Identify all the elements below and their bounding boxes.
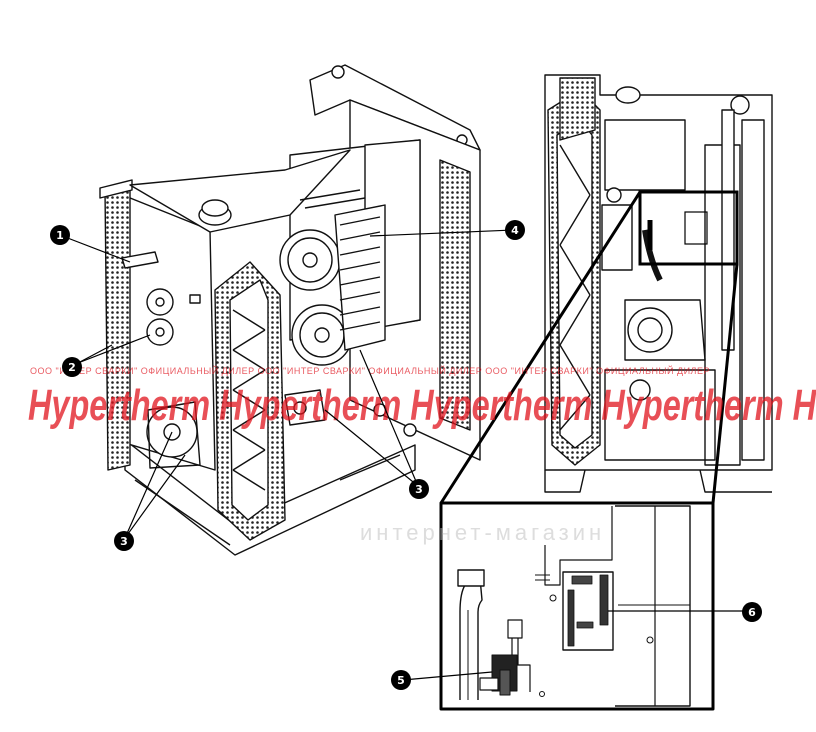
left-machine-illustration bbox=[99, 64, 481, 556]
callout-5-label: 5 bbox=[397, 674, 405, 687]
callout-6: 6 bbox=[742, 602, 762, 622]
watermark-sub-line: интернет-магазин bbox=[360, 520, 605, 545]
callout-5: 5 bbox=[391, 670, 411, 690]
callout-6-label: 6 bbox=[748, 606, 756, 619]
detail-inset bbox=[439, 501, 715, 711]
callout-1: 1 bbox=[50, 225, 70, 245]
callout-4-label: 4 bbox=[511, 224, 519, 237]
leader-lines bbox=[64, 229, 750, 681]
callout-2-label: 2 bbox=[68, 361, 76, 374]
watermark: ООО "ИНТЕР СВАРКИ" ОФИЦИАЛЬНЫЙ ДИЛЕР ООО… bbox=[28, 365, 816, 545]
callout-3-left: 3 bbox=[114, 531, 134, 551]
zoom-highlight bbox=[439, 190, 739, 504]
callout-3-right-label: 3 bbox=[415, 483, 423, 496]
watermark-dealer-line: ООО "ИНТЕР СВАРКИ" ОФИЦИАЛЬНЫЙ ДИЛЕР ООО… bbox=[30, 365, 710, 376]
right-machine-illustration bbox=[544, 74, 773, 493]
callout-4: 4 bbox=[505, 220, 525, 240]
callout-2: 2 bbox=[62, 357, 82, 377]
callout-3-right: 3 bbox=[409, 479, 429, 499]
callout-1-label: 1 bbox=[56, 229, 64, 242]
watermark-brand: Hypertherm Hypertherm Hypertherm Hyperth… bbox=[28, 381, 816, 430]
callout-3-left-label: 3 bbox=[120, 535, 128, 548]
